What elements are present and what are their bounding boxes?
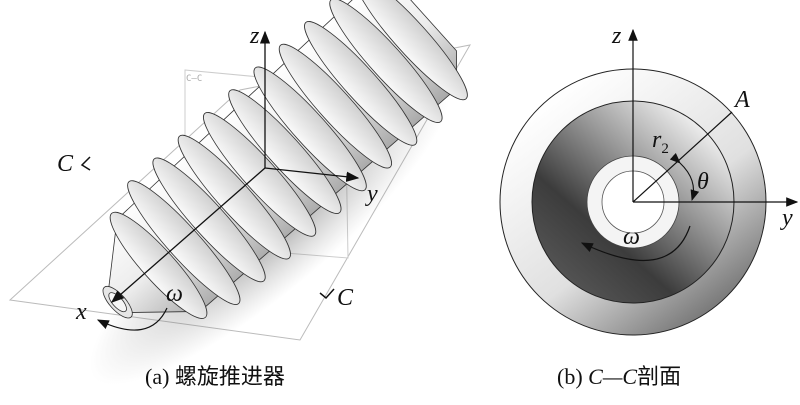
theta-arc (669, 153, 700, 202)
x-axis (111, 167, 266, 303)
screw-body (102, 0, 468, 319)
plane-label: C—C (186, 74, 203, 84)
caption-b-section: C—C (588, 364, 638, 389)
section-label-left: C (57, 151, 74, 177)
propeller-drawing (8, 0, 471, 385)
blade-disc (177, 134, 291, 260)
caption-b-prefix: (b) (557, 364, 589, 389)
blade-disc (354, 0, 468, 101)
blade-disc (127, 180, 241, 305)
section-arrow-left (80, 156, 91, 171)
x-label-a: x (76, 299, 87, 325)
y-label-b: y (782, 205, 793, 231)
theta-label: θ (697, 169, 709, 195)
caption-b-suffix: 剖面 (637, 364, 682, 389)
blade-disc (152, 157, 266, 283)
z-label-b: z (612, 23, 622, 49)
y-axis (264, 167, 360, 182)
blade-disc (228, 89, 342, 214)
z-label-a: z (250, 23, 260, 49)
radius-subscript: 2 (661, 140, 669, 157)
cross-section-drawing (499, 28, 799, 336)
omega-label-a: ω (166, 281, 183, 307)
section-arrow-right (319, 288, 335, 300)
section-label-right: C (337, 285, 354, 311)
blade-disc (304, 21, 418, 146)
blade-disc (278, 43, 392, 169)
caption-b: (b) C—C剖面 (557, 366, 681, 388)
omega-arrow-b (580, 225, 691, 262)
caption-a: (a) 螺旋推进器 (145, 364, 285, 389)
blade-disc (329, 0, 443, 123)
blade-disc (109, 211, 208, 319)
blade-disc (203, 112, 317, 237)
blade-disc (253, 66, 367, 192)
y-label-a: y (367, 181, 378, 207)
point-a-label: A (735, 87, 750, 113)
omega-arrow-a (96, 307, 168, 331)
radius-label: r2 (652, 128, 669, 157)
omega-label-b: ω (623, 224, 640, 250)
radius-symbol: r (652, 127, 662, 153)
helical-blades (109, 0, 468, 319)
